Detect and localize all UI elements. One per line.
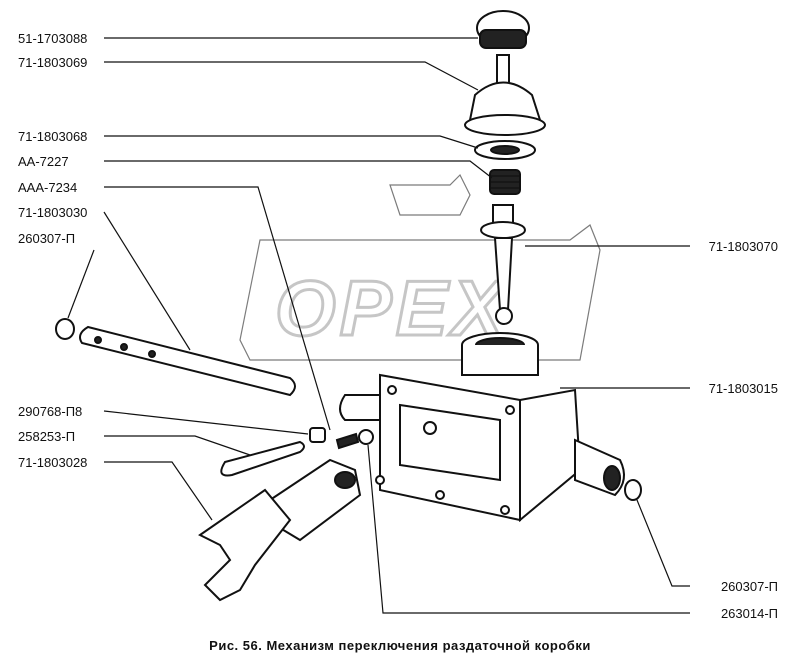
label-71-1803069: 71-1803069 xyxy=(18,55,87,70)
label-71-1803028: 71-1803028 xyxy=(18,455,87,470)
o-ring-left xyxy=(55,318,75,340)
label-290768: 290768-П8 xyxy=(18,404,82,419)
shift-knob xyxy=(476,10,530,49)
plug xyxy=(309,427,326,443)
cotter-pin xyxy=(220,440,305,477)
label-71-1803015: 71-1803015 xyxy=(709,381,778,396)
shift-fork xyxy=(198,458,362,602)
label-71-1803030: 71-1803030 xyxy=(18,205,87,220)
shift-rod xyxy=(79,325,296,397)
label-71-1803068: 71-1803068 xyxy=(18,129,87,144)
spring xyxy=(489,169,521,195)
detent-ball xyxy=(358,429,374,445)
lever-boot xyxy=(464,54,546,136)
label-260307-right: 260307-П xyxy=(721,579,778,594)
label-51-1703088: 51-1703088 xyxy=(18,31,87,46)
label-258253: 258253-П xyxy=(18,429,75,444)
label-263014: 263014-П xyxy=(721,606,778,621)
o-ring-right xyxy=(624,479,642,501)
figure-caption: Рис. 56. Механизм переключения раздаточн… xyxy=(209,638,591,653)
leader-lines xyxy=(67,37,690,614)
label-260307-left: 260307-П xyxy=(18,231,75,246)
detent-spring xyxy=(335,432,360,450)
part-labels: 51-1703088 71-1803069 71-1803068 AA-7227… xyxy=(18,31,778,621)
washer xyxy=(474,140,536,160)
label-aaa-7234: AAA-7234 xyxy=(18,180,77,195)
shift-lever xyxy=(480,204,526,325)
label-71-1803070: 71-1803070 xyxy=(709,239,778,254)
transfer-case-housing xyxy=(339,332,625,523)
opex-watermark: OPEX xyxy=(239,173,601,361)
label-aa-7227: AA-7227 xyxy=(18,154,69,169)
